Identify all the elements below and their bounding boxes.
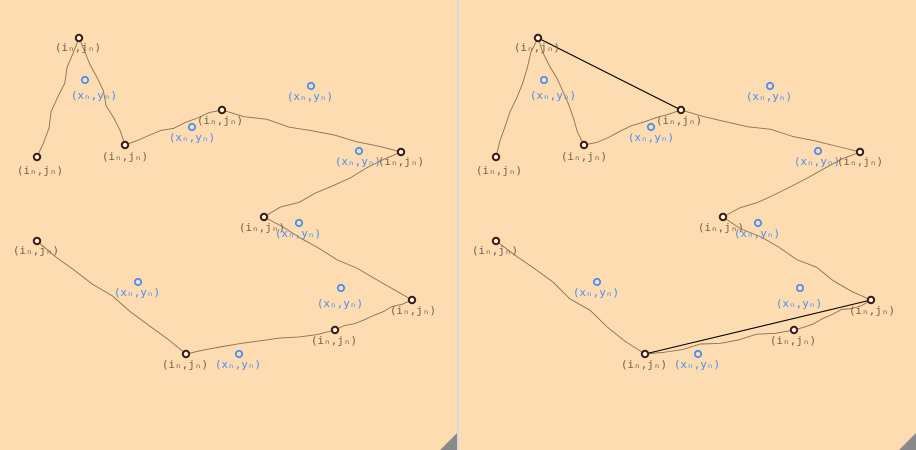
grid-node bbox=[120, 140, 130, 150]
grid-node-label: (iₙ,jₙ) bbox=[770, 334, 816, 347]
sample-point-label: (xₙ,yₙ) bbox=[746, 90, 792, 103]
grid-node-label: (iₙ,jₙ) bbox=[162, 358, 208, 371]
sample-point-label: (xₙ,yₙ) bbox=[215, 358, 261, 371]
sample-point bbox=[765, 81, 775, 91]
grid-node bbox=[74, 33, 84, 43]
grid-node bbox=[579, 140, 589, 150]
grid-node bbox=[259, 212, 269, 222]
grid-node bbox=[217, 105, 227, 115]
sample-point-label: (xₙ,yₙ) bbox=[573, 286, 619, 299]
grid-node-label: (iₙ,jₙ) bbox=[197, 114, 243, 127]
sample-point bbox=[813, 146, 823, 156]
sample-point-label: (xₙ,yₙ) bbox=[530, 89, 576, 102]
grid-node-label: (iₙ,jₙ) bbox=[849, 304, 895, 317]
grid-node bbox=[789, 325, 799, 335]
grid-node bbox=[533, 33, 543, 43]
grid-node bbox=[407, 295, 417, 305]
sample-point bbox=[539, 75, 549, 85]
grid-node bbox=[181, 349, 191, 359]
grid-node-label: (iₙ,jₙ) bbox=[55, 41, 101, 54]
sample-point bbox=[592, 277, 602, 287]
sample-point-label: (xₙ,yₙ) bbox=[335, 155, 381, 168]
grid-node-label: (iₙ,jₙ) bbox=[514, 41, 560, 54]
sample-point-label: (xₙ,yₙ) bbox=[794, 155, 840, 168]
sample-point-label: (xₙ,yₙ) bbox=[169, 131, 215, 144]
straight-segment bbox=[537, 37, 682, 111]
grid-node-label: (iₙ,jₙ) bbox=[239, 221, 285, 234]
grid-node-label: (iₙ,jₙ) bbox=[561, 150, 607, 163]
grid-node-label: (iₙ,jₙ) bbox=[378, 155, 424, 168]
traced-path bbox=[36, 36, 413, 355]
grid-node-label: (iₙ,jₙ) bbox=[621, 358, 667, 371]
resize-grip-icon[interactable] bbox=[899, 433, 916, 450]
grid-node-label: (iₙ,jₙ) bbox=[311, 334, 357, 347]
grid-node-label: (iₙ,jₙ) bbox=[698, 221, 744, 234]
sample-point-label: (xₙ,yₙ) bbox=[776, 297, 822, 310]
sample-point bbox=[306, 81, 316, 91]
sample-point-label: (xₙ,yₙ) bbox=[674, 358, 720, 371]
grid-node-label: (iₙ,jₙ) bbox=[102, 150, 148, 163]
right-path-diagram: (xₙ,yₙ) (xₙ,yₙ) (xₙ,yₙ) (xₙ,yₙ) (xₙ,yₙ) (xₙ,y… bbox=[459, 0, 916, 450]
grid-node bbox=[491, 152, 501, 162]
sample-point-label: (xₙ,yₙ) bbox=[287, 90, 333, 103]
grid-node bbox=[676, 105, 686, 115]
sample-point bbox=[693, 349, 703, 359]
grid-node bbox=[866, 295, 876, 305]
straight-segment bbox=[644, 299, 872, 355]
traced-path bbox=[495, 36, 872, 355]
sample-point bbox=[187, 122, 197, 132]
sample-point bbox=[80, 75, 90, 85]
resize-grip-icon[interactable] bbox=[440, 433, 457, 450]
sample-point-label: (xₙ,yₙ) bbox=[114, 286, 160, 299]
left-path-diagram: (xₙ,yₙ) (xₙ,yₙ) (xₙ,yₙ) (xₙ,yₙ) (xₙ,yₙ) (xₙ,y… bbox=[0, 0, 457, 450]
grid-node-label: (iₙ,jₙ) bbox=[656, 114, 702, 127]
sample-point bbox=[795, 283, 805, 293]
sample-point bbox=[646, 122, 656, 132]
sample-point bbox=[354, 146, 364, 156]
sample-point-label: (xₙ,yₙ) bbox=[317, 297, 363, 310]
grid-node bbox=[32, 236, 42, 246]
grid-node-label: (iₙ,jₙ) bbox=[390, 304, 436, 317]
sample-point bbox=[133, 277, 143, 287]
grid-node bbox=[640, 349, 650, 359]
grid-node bbox=[491, 236, 501, 246]
panel-background bbox=[459, 0, 916, 450]
grid-node bbox=[330, 325, 340, 335]
grid-node-label: (iₙ,jₙ) bbox=[13, 244, 59, 257]
grid-node-label: (iₙ,jₙ) bbox=[476, 164, 522, 177]
grid-node-label: (iₙ,jₙ) bbox=[837, 155, 883, 168]
grid-node-label: (iₙ,jₙ) bbox=[472, 244, 518, 257]
sample-point-label: (xₙ,yₙ) bbox=[734, 227, 780, 240]
sample-point-label: (xₙ,yₙ) bbox=[628, 131, 674, 144]
sample-point bbox=[753, 218, 763, 228]
grid-node bbox=[718, 212, 728, 222]
sample-point-label: (xₙ,yₙ) bbox=[275, 227, 321, 240]
sample-point bbox=[234, 349, 244, 359]
grid-node-label: (iₙ,jₙ) bbox=[17, 164, 63, 177]
sample-point-label: (xₙ,yₙ) bbox=[71, 89, 117, 102]
sample-point bbox=[294, 218, 304, 228]
sample-point bbox=[336, 283, 346, 293]
panel-background bbox=[0, 0, 457, 450]
grid-node bbox=[855, 147, 865, 157]
left-panel: (xₙ,yₙ) (xₙ,yₙ) (xₙ,yₙ) (xₙ,yₙ) (xₙ,yₙ) (xₙ,y… bbox=[0, 0, 457, 450]
grid-node bbox=[396, 147, 406, 157]
grid-node bbox=[32, 152, 42, 162]
right-panel: (xₙ,yₙ) (xₙ,yₙ) (xₙ,yₙ) (xₙ,yₙ) (xₙ,yₙ) (xₙ,y… bbox=[459, 0, 916, 450]
